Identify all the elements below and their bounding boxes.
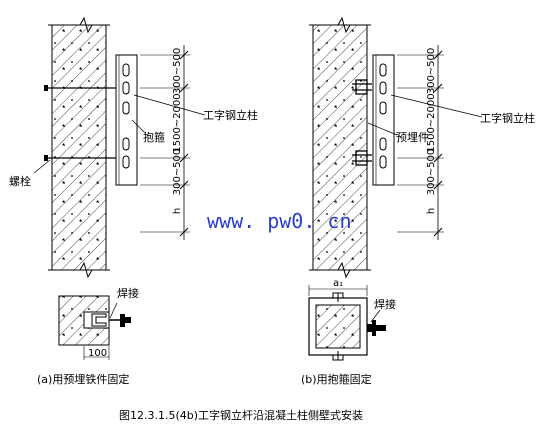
detail-a-caption: (a)用预埋铁件固定 xyxy=(37,372,129,386)
label-embed: 预埋件 xyxy=(396,131,429,144)
concrete-column-right xyxy=(309,16,371,279)
i-steel-post-left xyxy=(115,54,138,186)
label-hoop: 抱箍 xyxy=(143,130,165,144)
left-elevation: 300~500 1500~2000 300~500 h 工字钢立柱 抱箍 螺栓 xyxy=(9,16,258,279)
dim-low-right: 300~500 xyxy=(426,149,437,196)
dimension-chain-left: 300~500 1500~2000 300~500 h xyxy=(140,45,190,240)
figure-caption: 图12.3.1.5(4b)工字钢立杆沿混凝土柱侧壁式安装 xyxy=(119,408,363,422)
detail-a-weld-label: 焊接 xyxy=(117,286,139,300)
detail-b-dim: a₁ xyxy=(333,278,343,289)
dimension-chain-right: 300~500 1500~2000 300~500 h xyxy=(397,45,444,240)
detail-b-plan: a₁ 焊接 (b)用抱箍固定 xyxy=(301,278,396,386)
bolt-rods-left xyxy=(44,85,122,161)
dim-h-right: h xyxy=(426,208,437,214)
detail-b-caption: (b)用抱箍固定 xyxy=(301,372,372,386)
i-steel-post-right xyxy=(372,54,395,186)
watermark: www. pw0. cn xyxy=(207,209,352,233)
detail-b-weld-label: 焊接 xyxy=(374,297,396,311)
right-elevation: 300~500 1500~2000 300~500 h 工字钢立柱 预埋件 xyxy=(309,16,535,279)
dim-low-left: 300~500 xyxy=(172,149,183,196)
detail-a-plan: 焊接 100 (a)用预埋铁件固定 xyxy=(37,286,139,386)
embedded-plates-right xyxy=(352,79,372,166)
dim-top-right: 300~500 xyxy=(426,48,437,95)
label-bolt: 螺栓 xyxy=(9,174,31,188)
dim-mid-left: 1500~2000 xyxy=(172,93,183,152)
concrete-column-left xyxy=(48,16,110,279)
dim-top-left: 300~500 xyxy=(172,48,183,95)
label-column-left: 工字钢立柱 xyxy=(203,108,258,122)
detail-a-dim: 100 xyxy=(88,348,107,359)
label-column-right: 工字钢立柱 xyxy=(480,111,535,125)
dim-h-left: h xyxy=(172,208,183,214)
dim-mid-right: 1500~2000 xyxy=(426,93,437,152)
